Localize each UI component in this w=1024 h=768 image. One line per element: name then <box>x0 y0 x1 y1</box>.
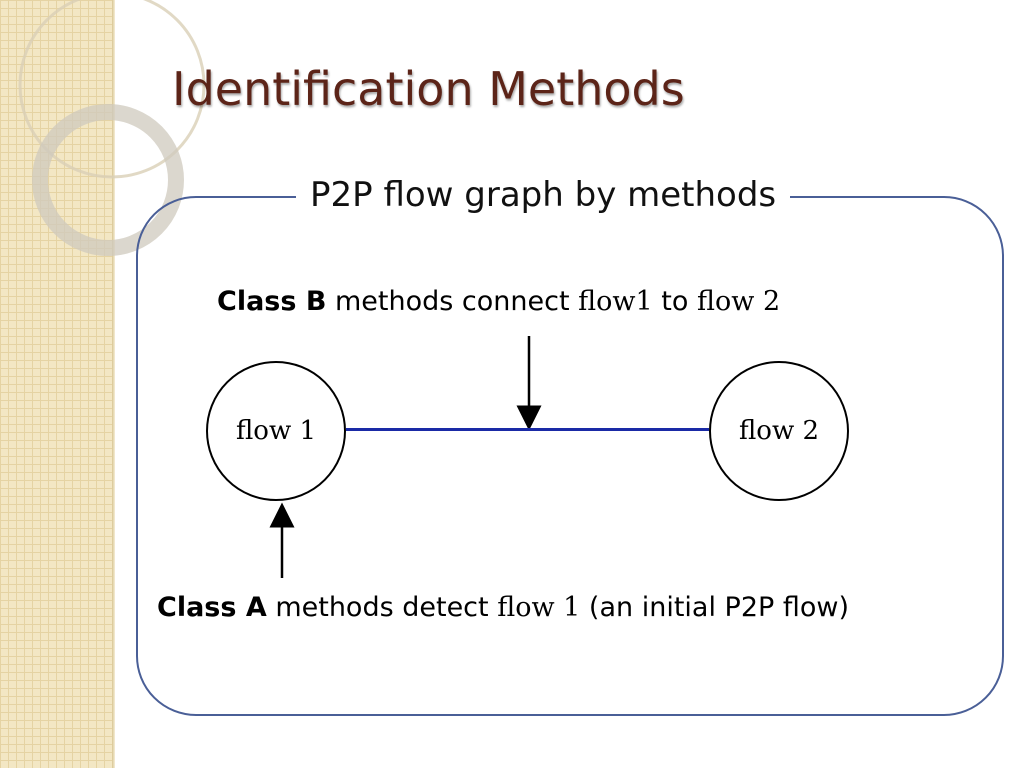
class-a-suffix: (an initial P2P flow) <box>580 592 849 623</box>
page-title: Identification Methods <box>172 62 685 116</box>
flow-edge <box>346 428 709 431</box>
class-b-from: flow1 <box>578 286 653 317</box>
class-a-caption: Class A methods detect flow 1 (an initia… <box>157 592 849 623</box>
class-a-label: Class A <box>157 592 267 623</box>
class-b-mid: to <box>652 286 697 317</box>
flow-1-label: flow 1 <box>235 416 317 446</box>
class-b-caption: Class B methods connect flow1 to flow 2 <box>217 286 780 317</box>
class-b-to: flow 2 <box>696 286 781 317</box>
panel-title: P2P flow graph by methods <box>296 174 791 216</box>
class-a-target: flow 1 <box>497 592 581 623</box>
decorative-rings <box>18 0 206 256</box>
class-a-text: methods detect <box>266 592 498 623</box>
flow-1-node: flow 1 <box>206 361 346 501</box>
flow-2-label: flow 2 <box>738 416 820 446</box>
class-b-text: methods connect <box>326 286 579 317</box>
sidebar-edge <box>112 0 115 768</box>
flow-2-node: flow 2 <box>709 361 849 501</box>
class-b-label: Class B <box>217 286 327 317</box>
